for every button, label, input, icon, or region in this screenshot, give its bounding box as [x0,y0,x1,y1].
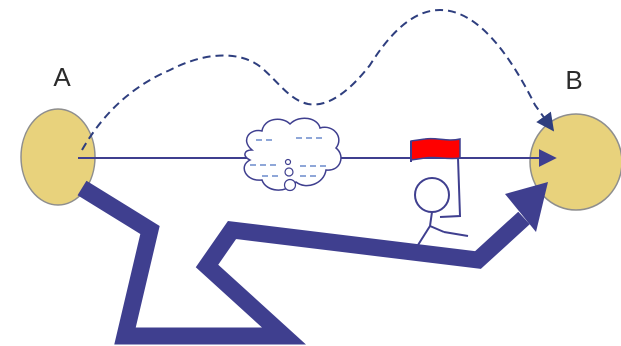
flag-icon [411,139,460,160]
node-a-label: A [53,62,71,92]
node-b-label: B [565,65,582,95]
thought-cloud-icon [244,118,341,190]
zigzag-arrow [82,182,548,336]
stick-figure-with-flag-icon [411,139,468,245]
